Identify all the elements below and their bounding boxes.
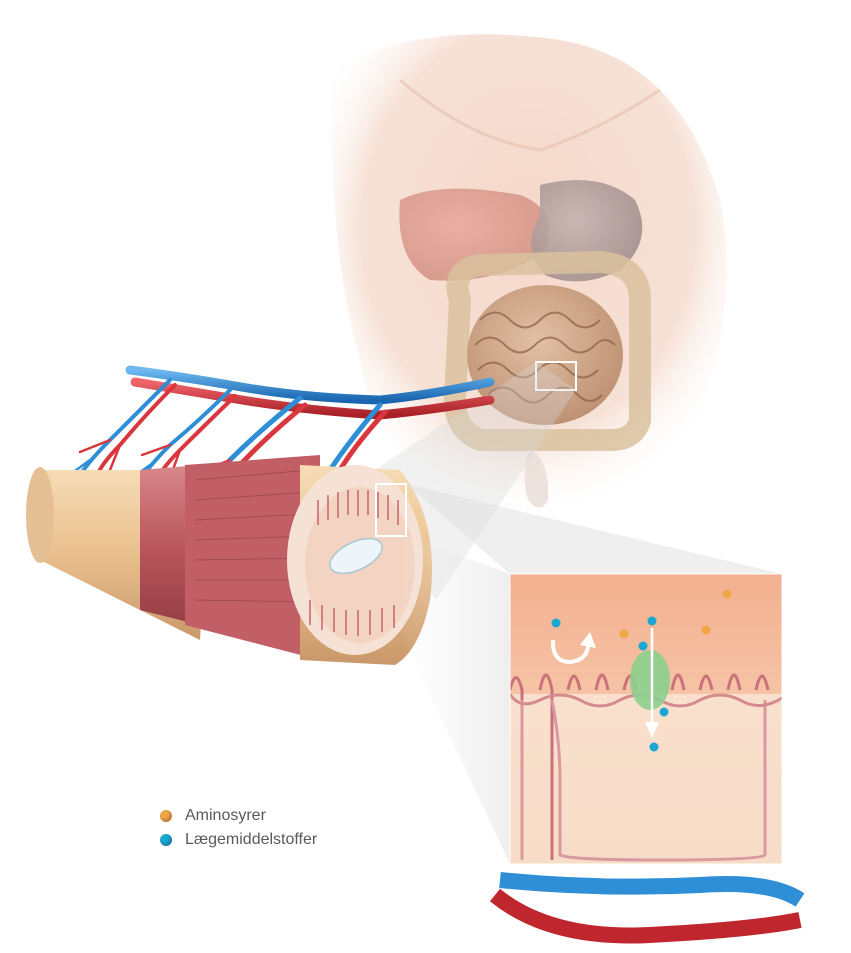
intestine-tube-cross-section xyxy=(26,455,432,665)
legend-item-drug-substances: Lægemiddelstoffer xyxy=(160,828,317,852)
transporter-protein xyxy=(630,650,670,710)
legend-dot-drug-substances xyxy=(160,834,172,846)
zoom-cone-lower xyxy=(395,536,510,864)
legend-dot-amino-acids xyxy=(160,810,172,822)
mucosa-inset xyxy=(510,574,782,864)
legend-label-amino-acids: Aminosyrer xyxy=(185,807,266,825)
legend-label-drug-substances: Lægemiddelstoffer xyxy=(185,831,317,849)
legend: Aminosyrer Lægemiddelstoffer xyxy=(160,804,317,852)
legend-item-amino-acids: Aminosyrer xyxy=(160,804,317,828)
capillaries-under-inset xyxy=(495,880,800,936)
